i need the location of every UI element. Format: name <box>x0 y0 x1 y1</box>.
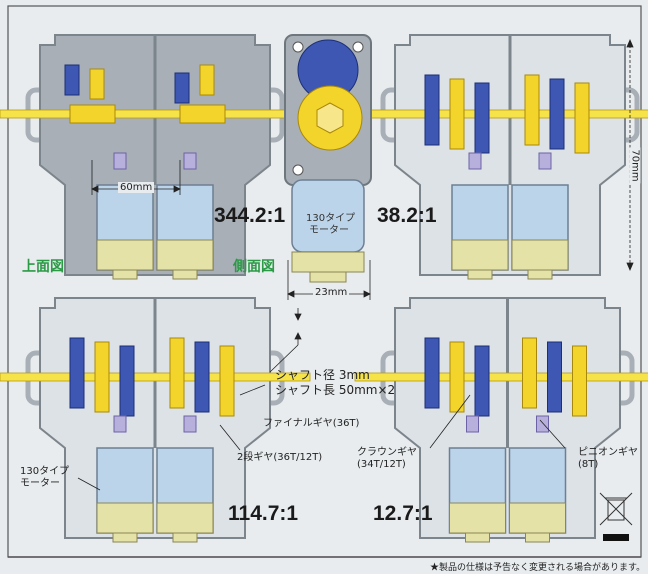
screw-hole <box>292 164 304 176</box>
pinion-gear <box>466 415 479 433</box>
blue-gear <box>174 72 190 104</box>
blue-gear <box>424 74 440 146</box>
final-gear-label: ファイナルギヤ(36T) <box>263 418 360 429</box>
motor-endcap <box>156 502 214 534</box>
ratio-12: 12.7:1 <box>373 502 433 525</box>
motor-bushing <box>172 269 198 280</box>
yellow-gear <box>449 341 465 413</box>
motor-endcap <box>511 239 569 271</box>
yellow-gear <box>449 78 465 150</box>
blue-gear <box>194 341 210 413</box>
yellow-gear <box>572 345 587 417</box>
crown-gear-line2: (34T/12T) <box>357 459 406 470</box>
blue-gear <box>64 64 80 96</box>
yellow-gear <box>522 337 537 409</box>
top-view-label: 上面図 <box>22 259 64 275</box>
output-shaft <box>354 372 648 382</box>
motor-bushing <box>172 532 198 543</box>
pinion-gear-label: ピニオンギヤ (8T) <box>578 447 638 471</box>
yellow-gear <box>524 74 540 146</box>
gearbox-12-ratio <box>354 297 648 543</box>
ratio-344: 344.2:1 <box>214 204 286 227</box>
motor-bushing <box>467 269 493 280</box>
dimension-23mm: 23mm <box>313 287 350 298</box>
motor-label-line1: 130タイプ <box>306 213 356 224</box>
screw-hole <box>352 41 364 53</box>
pinion-gear-line1: ピニオンギヤ <box>578 447 638 458</box>
motor-bushing <box>112 532 138 543</box>
shaft-length-label: シャフト長 50mm×2 <box>275 383 396 397</box>
motor-bushing <box>525 532 550 543</box>
pinion-gear <box>113 415 127 433</box>
yellow-gear <box>574 82 590 154</box>
blue-gear <box>119 345 135 417</box>
motor-bushing <box>112 269 138 280</box>
blue-gear <box>69 337 85 409</box>
two-stage-gear-label: 2段ギヤ(36T/12T) <box>237 452 323 463</box>
motor-bushing <box>465 532 490 543</box>
recycle-bin-crossed-icon <box>599 492 633 541</box>
output-shaft <box>0 372 311 382</box>
hex-hub <box>316 102 344 134</box>
pinion-gear-line2: (8T) <box>578 459 599 470</box>
pinion-gear <box>183 415 197 433</box>
motor-endcap <box>451 239 509 271</box>
blue-gear <box>547 341 562 413</box>
crown-gear-line1: クラウンギヤ <box>357 447 417 458</box>
shaft-diameter-label: シャフト径 3mm <box>275 368 370 382</box>
dimension-lines <box>77 38 634 491</box>
screw-hole <box>292 41 304 53</box>
side-motor-endcap <box>291 251 365 273</box>
yellow-gear <box>169 337 185 409</box>
output-shaft <box>354 109 648 119</box>
dimension-60mm: 60mm <box>118 182 155 193</box>
side-view <box>284 34 372 283</box>
ratio-114: 114.7:1 <box>228 502 299 525</box>
motor-label-line2: モーター <box>20 478 60 489</box>
footnote: ★製品の仕様は予告なく変更される場合があります。 <box>430 563 646 573</box>
crown-gear-label: クラウンギヤ (34T/12T) <box>357 447 417 471</box>
output-shaft <box>0 109 311 119</box>
ratio-38: 38.2:1 <box>377 204 437 227</box>
yellow-gear <box>94 341 110 413</box>
blue-gear <box>474 82 490 154</box>
motor-label-line2: モーター <box>309 225 349 236</box>
pinion-gear <box>536 415 549 433</box>
yellow-gear <box>199 64 215 96</box>
dimension-70mm: 70mm <box>629 147 641 184</box>
blue-gear <box>549 78 565 150</box>
yellow-gear <box>89 68 105 100</box>
pinion-gear <box>113 152 127 170</box>
motor-endcap <box>449 502 506 534</box>
motor-label-line1: 130タイプ <box>20 466 70 477</box>
gearbox-114-ratio <box>0 297 311 543</box>
motor-endcap <box>156 239 214 271</box>
gearbox-344-ratio <box>0 34 311 280</box>
blue-gear <box>424 337 440 409</box>
yellow-gear <box>69 104 116 124</box>
yellow-gear <box>179 104 226 124</box>
motor-endcap <box>96 239 154 271</box>
motor-bushing <box>527 269 553 280</box>
yellow-gear <box>219 345 235 417</box>
motor-endcap <box>509 502 566 534</box>
pinion-gear <box>183 152 197 170</box>
side-motor-label: 130タイプ モーター <box>306 213 356 237</box>
side-view-label: 側面図 <box>233 259 275 275</box>
gearbox-38-ratio <box>354 34 648 280</box>
motor-endcap <box>96 502 154 534</box>
side-motor-bushing <box>309 271 347 283</box>
bottom-motor-label: 130タイプ モーター <box>20 466 69 490</box>
pinion-gear <box>538 152 552 170</box>
blue-gear <box>474 345 490 417</box>
pinion-gear <box>468 152 482 170</box>
